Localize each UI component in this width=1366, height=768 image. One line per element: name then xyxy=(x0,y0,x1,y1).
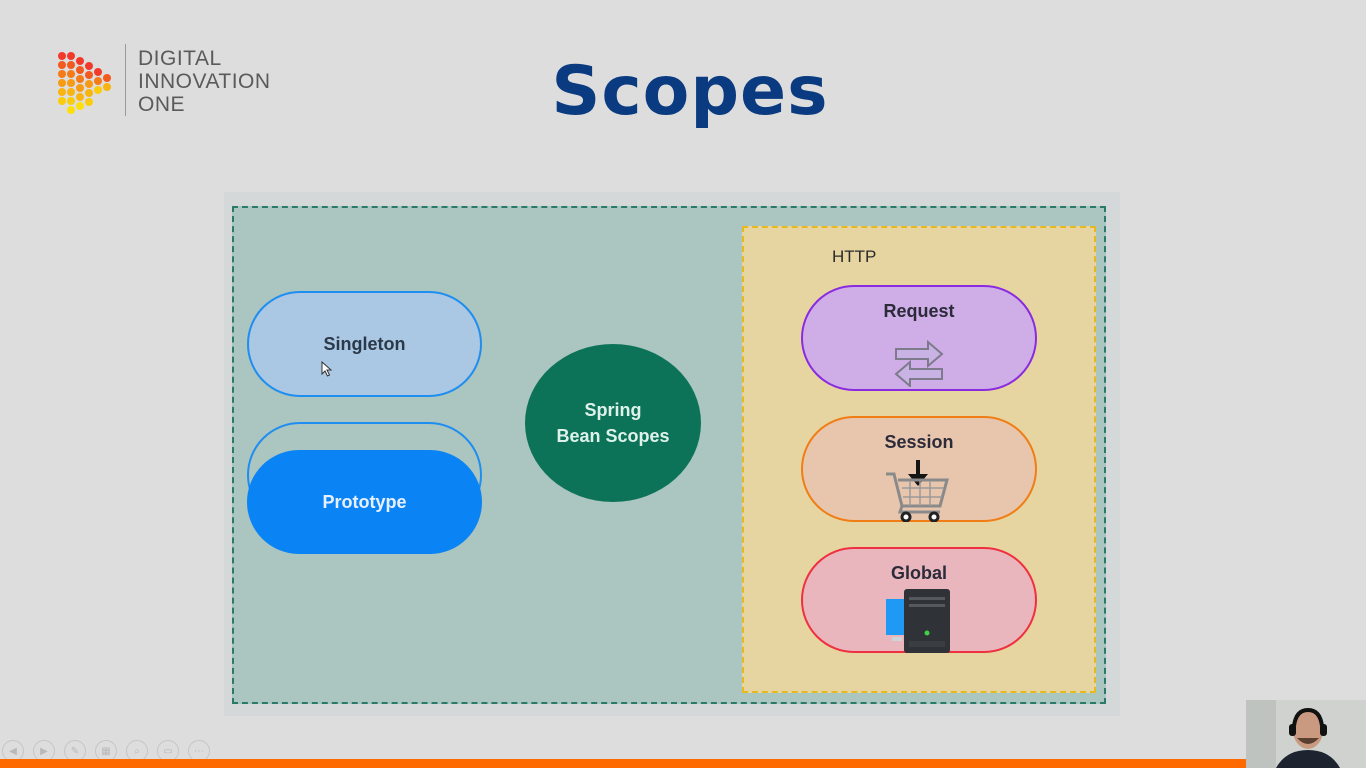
spring-bean-scopes-circle: Spring Bean Scopes xyxy=(525,344,701,502)
session-label: Session xyxy=(884,432,954,452)
logo-wordmark: DIGITAL INNOVATION ONE xyxy=(138,47,271,116)
logo-divider xyxy=(125,44,126,116)
shopping-cart-icon xyxy=(886,460,949,522)
slide-title: Scopes xyxy=(551,52,829,131)
session-scope: Session xyxy=(801,416,1037,522)
slide-controls-toolbar: ◀ ▶ ✎ ▦ ⌕ ▭ ⋯ xyxy=(2,740,210,762)
spring-label-line-2: Bean Scopes xyxy=(556,426,670,446)
prototype-label: Prototype xyxy=(322,491,407,512)
mouse-cursor-icon xyxy=(321,361,333,377)
global-scope: Global xyxy=(801,547,1037,653)
request-label: Request xyxy=(883,301,955,321)
prototype-scope: Prototype xyxy=(247,450,482,554)
server-icon xyxy=(886,589,950,653)
exchange-arrows-icon xyxy=(894,339,944,387)
accent-bar xyxy=(0,759,1366,768)
logo-line-1: DIGITAL xyxy=(138,47,222,70)
presenter-webcam xyxy=(1246,700,1366,768)
global-label: Global xyxy=(890,563,947,583)
logo-line-3: ONE xyxy=(138,93,186,116)
logo-line-2: INNOVATION xyxy=(138,70,271,93)
spring-label-line-1: Spring xyxy=(584,400,642,420)
presenter-avatar-icon xyxy=(1246,700,1366,768)
singleton-scope: Singleton xyxy=(247,291,482,397)
request-scope: Request xyxy=(801,285,1037,391)
singleton-label: Singleton xyxy=(323,333,406,354)
digital-innovation-one-logo: DIGITAL INNOVATION ONE xyxy=(56,44,296,120)
http-label: HTTP xyxy=(832,247,877,266)
logo-play-icon xyxy=(58,52,111,114)
